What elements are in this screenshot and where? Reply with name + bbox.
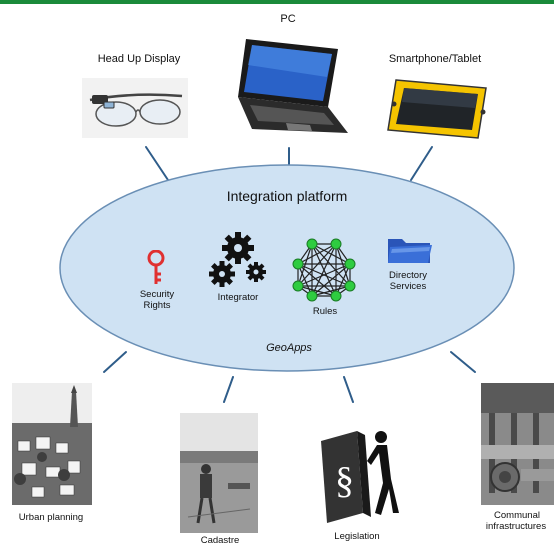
- svg-text:§: §: [335, 460, 354, 502]
- platform-title: Integration platform: [226, 188, 348, 204]
- pc-label: PC: [280, 13, 296, 25]
- cadastre-image: [180, 413, 258, 533]
- security-label-2: Rights: [143, 300, 171, 311]
- connector-urban: [103, 351, 127, 373]
- legislation-image: §: [311, 413, 401, 527]
- directory-label-1: Directory: [388, 270, 427, 281]
- connector-legislation: [343, 376, 354, 403]
- urban-planning-label: Urban planning: [18, 512, 84, 523]
- communal-label-1: Communal: [494, 510, 540, 521]
- geoapps-label: GeoApps: [266, 342, 312, 354]
- head-up-display-image: [82, 78, 188, 138]
- integration-platform-ellipse: [59, 164, 515, 372]
- tablet-image: [387, 79, 487, 139]
- hud-label: Head Up Display: [97, 53, 181, 65]
- communal-label-2: infrastructures: [485, 521, 547, 532]
- connector-hud: [145, 146, 169, 181]
- integrator-label: Integrator: [217, 292, 259, 303]
- legislation-label: Legislation: [334, 531, 380, 542]
- communal-infrastructures-image: [481, 383, 554, 505]
- directory-label-2: Services: [389, 281, 427, 292]
- connector-tablet: [410, 146, 433, 181]
- connector-communal: [450, 351, 476, 373]
- folder-icon: [388, 239, 432, 263]
- rules-network-icon: [292, 238, 356, 302]
- tablet-label: Smartphone/Tablet: [388, 53, 482, 65]
- urban-planning-image: [12, 383, 92, 505]
- security-label-1: Security: [139, 289, 175, 300]
- connector-cadastre: [223, 376, 234, 403]
- top-accent-bar: [0, 0, 554, 4]
- key-icon: [147, 250, 165, 284]
- pc-laptop-image: [238, 39, 348, 133]
- gears-icon: [209, 232, 266, 287]
- rules-label: Rules: [312, 306, 338, 317]
